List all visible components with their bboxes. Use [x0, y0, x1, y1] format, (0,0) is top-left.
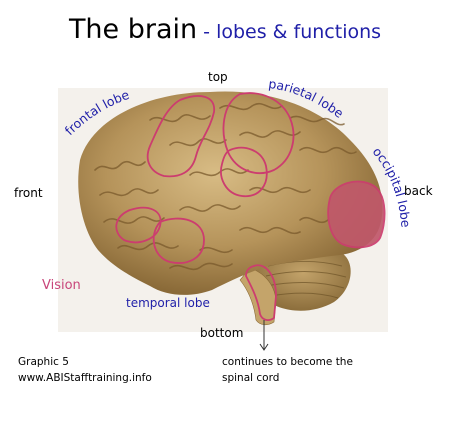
lobe-outlines [115, 92, 295, 321]
brainstem-outline [245, 264, 277, 321]
gyri-texture [94, 102, 357, 271]
graphic-number: Graphic 5 [18, 356, 69, 368]
title-main: The brain [68, 14, 198, 45]
occipital-lobe-highlight [327, 180, 386, 249]
parietal-lobe-outline [222, 92, 295, 174]
temporal-area-outline [152, 217, 205, 264]
temporal-lobe-label: temporal lobe [126, 296, 210, 310]
vision-label: Vision [42, 278, 81, 293]
direction-front-label: front [14, 186, 43, 200]
frontal-lobe-outline [146, 95, 215, 178]
parietal-inner-outline [220, 146, 268, 198]
spinal-cord-note-line1: continues to become the [222, 356, 353, 368]
direction-bottom-label: bottom [200, 326, 244, 340]
prefrontal-outline [115, 206, 162, 244]
direction-back-label: back [404, 184, 433, 198]
direction-top-label: top [208, 70, 228, 84]
spinal-cord-note-line2: spinal cord [222, 372, 280, 384]
website-link[interactable]: www.ABIStafftraining.info [18, 372, 152, 384]
title-subtitle: - lobes & functions [197, 21, 382, 43]
page-title: The brain - lobes & functions [0, 14, 450, 45]
spinal-cord-arrow [259, 320, 269, 351]
